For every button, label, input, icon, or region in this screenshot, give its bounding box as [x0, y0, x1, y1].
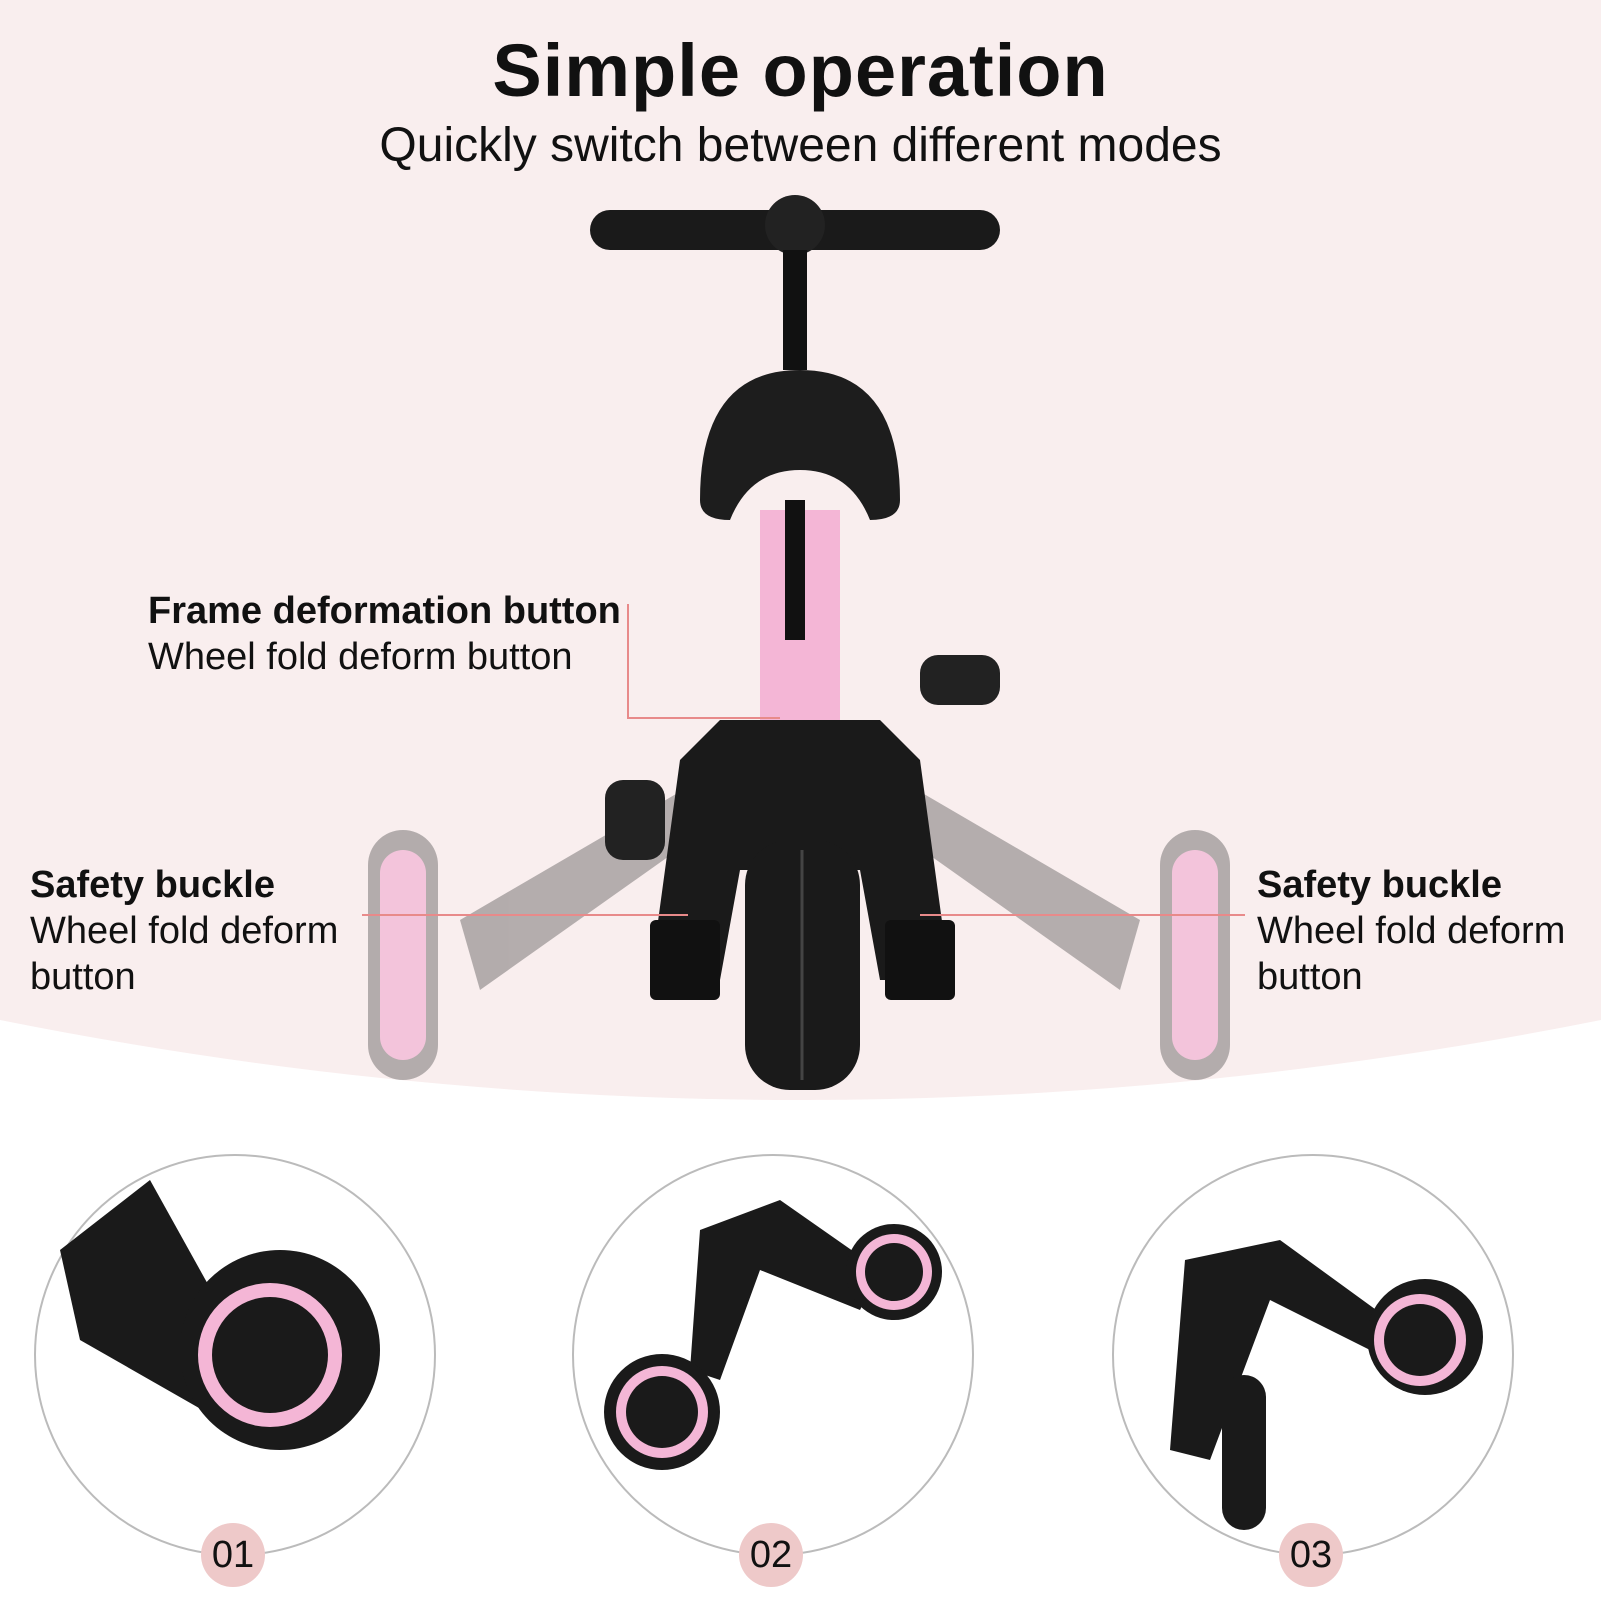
detail-2 [604, 1200, 942, 1470]
step-badge-2: 02 [739, 1523, 803, 1587]
step-badge-1: 01 [201, 1523, 265, 1587]
callout-title: Frame deformation button [148, 590, 621, 632]
callout-desc: Wheel fold deform button [148, 636, 573, 678]
detail-1 [60, 1180, 380, 1450]
callout-desc: Wheel fold deform button [30, 910, 339, 998]
rear-wheel-ghost [368, 780, 1230, 1080]
step-badge-3: 03 [1279, 1523, 1343, 1587]
callout-right-buckle: Safety buckle Wheel fold deform button [1257, 862, 1597, 1000]
callout-desc: Wheel fold deform button [1257, 910, 1566, 998]
page-title: Simple operation [492, 29, 1109, 112]
callout-frame-button: Frame deformation button Wheel fold defo… [148, 588, 621, 680]
callout-title: Safety buckle [30, 864, 275, 906]
page-subtitle: Quickly switch between different modes [379, 119, 1222, 172]
detail-3 [1170, 1240, 1483, 1530]
callout-left-buckle: Safety buckle Wheel fold deform button [30, 862, 370, 1000]
callout-title: Safety buckle [1257, 864, 1502, 906]
